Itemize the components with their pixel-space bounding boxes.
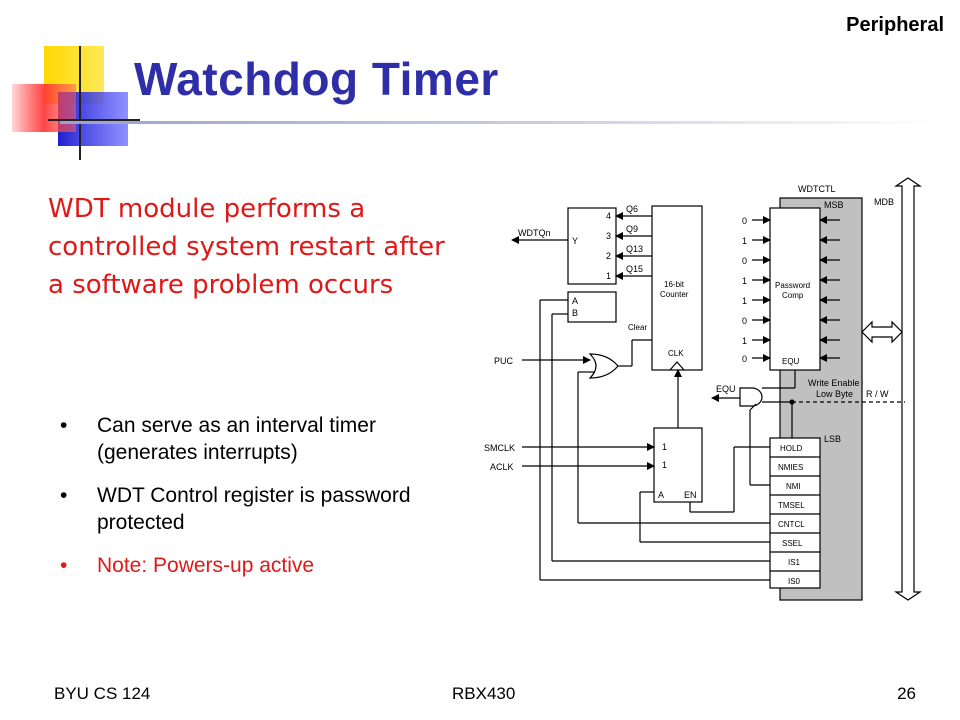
- lsb-label: LSB: [824, 434, 841, 444]
- tap-mux-select-box: [567, 291, 617, 323]
- password-bit: 0: [742, 216, 747, 226]
- password-bit: 0: [742, 354, 747, 364]
- reg-bit-ssel: SSEL: [782, 539, 803, 548]
- counter-label-2: Counter: [660, 290, 689, 299]
- bullet-item: Can serve as an interval timer (generate…: [60, 412, 460, 466]
- clock-mux-box: [653, 427, 703, 503]
- tap-label: Q13: [626, 244, 643, 254]
- msb-label: MSB: [824, 200, 844, 210]
- reg-bit-hold: HOLD: [780, 444, 802, 453]
- bus-connector-arrow: [861, 320, 903, 344]
- reg-bit-tmsel: TMSEL: [778, 501, 805, 510]
- bullet-item: WDT Control register is password protect…: [60, 482, 460, 536]
- password-comp-label-2: Comp: [782, 291, 804, 300]
- password-bit: 0: [742, 256, 747, 266]
- title-underline: [60, 121, 940, 124]
- equ-internal-label: EQU: [782, 357, 800, 366]
- clear-label: Clear: [628, 323, 647, 332]
- counter-box: [651, 205, 703, 371]
- reg-bit-cntcl: CNTCL: [778, 520, 805, 529]
- equ-signal-label: EQU: [716, 384, 736, 394]
- reg-bit-nmi: NMI: [786, 482, 801, 491]
- tap-mux-box: [567, 207, 617, 285]
- aclk-label: ACLK: [490, 462, 514, 472]
- page-number: 26: [897, 684, 916, 703]
- decorative-logo-squares: [12, 46, 140, 160]
- password-comp-box: [769, 207, 821, 371]
- mdb-label: MDB: [874, 197, 894, 207]
- footer-center: RBX430: [452, 684, 516, 703]
- mux-input-label: 2: [606, 251, 611, 261]
- low-byte-label: Low Byte: [816, 389, 853, 399]
- reg-bit-nmies: NMIES: [778, 463, 803, 472]
- reg-bit-is1: IS1: [788, 558, 801, 567]
- clk-label: CLK: [668, 349, 684, 358]
- bullet-item-note: Note: Powers-up active: [60, 552, 460, 579]
- mdb-bus-arrow: [894, 177, 922, 601]
- clk-mux-en: EN: [684, 490, 697, 500]
- counter-label: 16-bit: [664, 280, 685, 289]
- mux-input-label: 4: [606, 211, 611, 221]
- control-bits-box: [769, 437, 821, 589]
- clk-mux-in2: 1: [662, 460, 667, 470]
- mux-input-label: 3: [606, 231, 611, 241]
- clk-mux-a: A: [658, 490, 664, 500]
- password-bit: 1: [742, 236, 747, 246]
- mux-input-label: 1: [606, 271, 611, 281]
- mux-sel-b-label: B: [572, 308, 578, 318]
- password-bit: 1: [742, 296, 747, 306]
- section-tag: Peripheral: [846, 14, 944, 36]
- slide-title: Watchdog Timer: [134, 53, 499, 105]
- mux-y-label: Y: [572, 236, 578, 246]
- clk-mux-in1: 1: [662, 442, 667, 452]
- reg-bit-is0: IS0: [788, 577, 801, 586]
- rw-label: R / W: [866, 389, 889, 399]
- password-bit: 1: [742, 276, 747, 286]
- password-comp-label: Password: [775, 281, 810, 290]
- or-gate: [588, 353, 619, 379]
- password-bit: 1: [742, 336, 747, 346]
- tap-label: Q9: [626, 224, 638, 234]
- wdt-block-diagram: WDTCTL MDB MSB LSB Password Comp EQU 0 1…: [484, 177, 922, 601]
- tap-label: Q15: [626, 264, 643, 274]
- intro-text: WDT module performs a controlled system …: [48, 194, 445, 300]
- mux-sel-a-label: A: [572, 296, 578, 306]
- smclk-label: SMCLK: [484, 443, 515, 453]
- password-bit: 0: [742, 316, 747, 326]
- puc-label: PUC: [494, 356, 514, 366]
- tap-label: Q6: [626, 204, 638, 214]
- bullet-list: Can serve as an interval timer (generate…: [60, 412, 460, 595]
- wdtqn-label: WDTQn: [518, 228, 551, 238]
- wdtctl-label: WDTCTL: [798, 184, 836, 194]
- write-enable-label: Write Enable: [808, 378, 859, 388]
- and-gate: [739, 387, 763, 407]
- footer-course: BYU CS 124: [54, 684, 151, 703]
